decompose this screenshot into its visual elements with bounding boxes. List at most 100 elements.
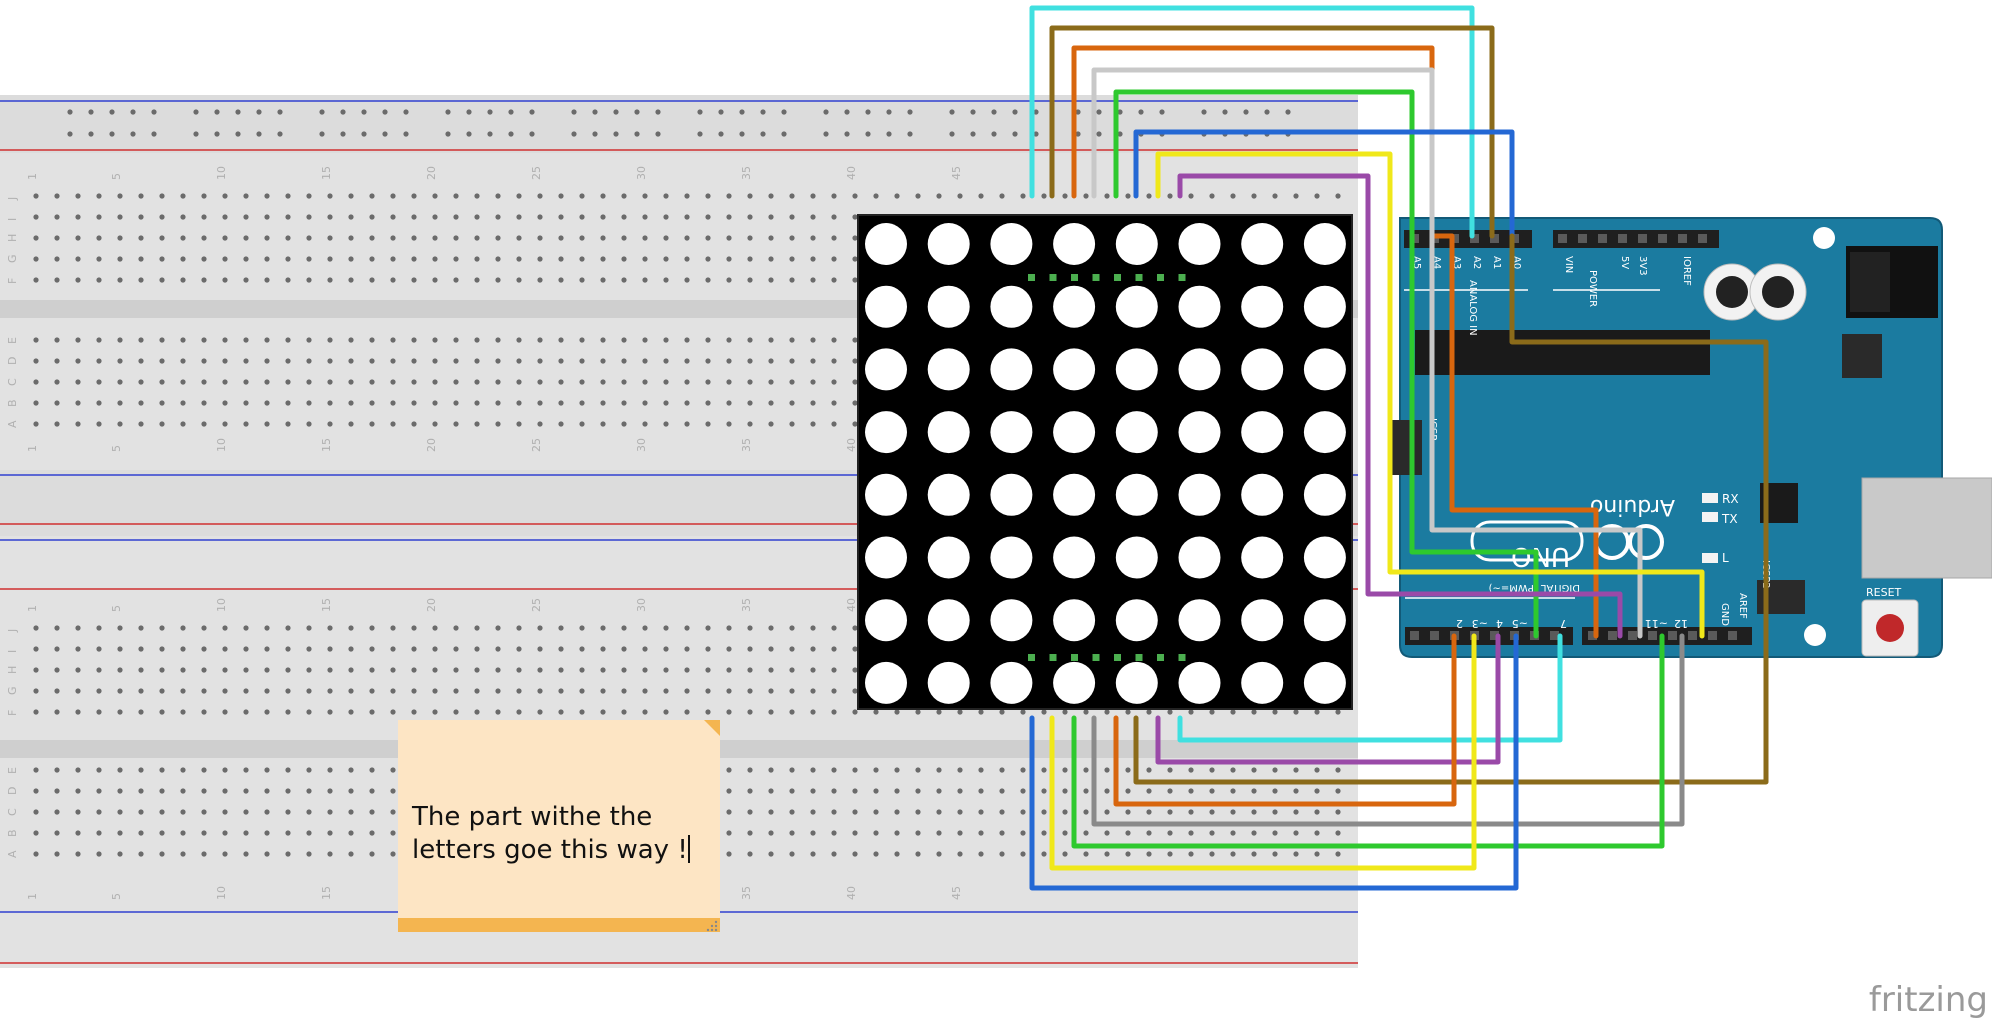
terminal-hole: [369, 256, 375, 262]
terminal-hole: [1188, 709, 1194, 715]
led-matrix-8x8[interactable]: [857, 214, 1353, 710]
terminal-hole: [138, 709, 144, 715]
terminal-hole: [327, 235, 333, 241]
terminal-hole: [999, 767, 1005, 773]
header-pin: [1678, 234, 1687, 243]
terminal-hole: [390, 625, 396, 631]
terminal-hole: [264, 767, 270, 773]
terminal-hole: [369, 235, 375, 241]
terminal-hole: [684, 214, 690, 220]
terminal-hole: [306, 667, 312, 673]
terminal-hole: [1167, 193, 1173, 199]
terminal-hole: [537, 214, 543, 220]
terminal-hole: [33, 337, 39, 343]
terminal-hole: [1251, 767, 1257, 773]
header-pin: [1638, 234, 1647, 243]
terminal-hole: [810, 235, 816, 241]
terminal-hole: [831, 809, 837, 815]
terminal-hole: [831, 688, 837, 694]
terminal-hole: [579, 646, 585, 652]
terminal-hole: [306, 256, 312, 262]
terminal-hole: [222, 688, 228, 694]
terminal-hole: [579, 400, 585, 406]
terminal-hole: [306, 337, 312, 343]
row-letter: G: [6, 686, 19, 695]
terminal-hole: [222, 851, 228, 857]
terminal-hole: [1209, 193, 1215, 199]
column-number: 10: [215, 598, 228, 612]
terminal-hole: [768, 421, 774, 427]
row-letter: D: [6, 357, 19, 365]
a2-label: A2: [1471, 256, 1482, 269]
terminal-hole: [789, 830, 795, 836]
terminal-hole: [117, 421, 123, 427]
terminal-hole: [684, 235, 690, 241]
terminal-hole: [159, 379, 165, 385]
terminal-hole: [621, 256, 627, 262]
terminal-hole: [117, 809, 123, 815]
terminal-hole: [663, 379, 669, 385]
terminal-hole: [684, 193, 690, 199]
sticky-note[interactable]: [398, 720, 720, 932]
column-number: 5: [110, 605, 123, 612]
terminal-hole: [894, 851, 900, 857]
terminal-hole: [831, 277, 837, 283]
terminal-hole: [726, 646, 732, 652]
column-number: 40: [845, 886, 858, 900]
terminal-hole: [432, 214, 438, 220]
pin-3-label: ~3: [1472, 617, 1488, 630]
jumper-wires[interactable]: [1029, 5, 1769, 891]
terminal-hole: [810, 788, 816, 794]
terminal-hole: [789, 851, 795, 857]
terminal-hole: [1293, 709, 1299, 715]
terminal-hole: [243, 851, 249, 857]
rail-hole: [487, 109, 493, 115]
rail-hole: [256, 109, 262, 115]
terminal-hole: [810, 709, 816, 715]
terminal-hole: [159, 337, 165, 343]
terminal-hole: [306, 214, 312, 220]
terminal-hole: [54, 358, 60, 364]
terminal-hole: [1314, 709, 1320, 715]
terminal-hole: [348, 830, 354, 836]
column-number: 10: [215, 438, 228, 452]
tx-led: [1702, 512, 1718, 522]
terminal-hole: [453, 337, 459, 343]
terminal-hole: [390, 688, 396, 694]
terminal-hole: [810, 256, 816, 262]
terminal-hole: [663, 421, 669, 427]
terminal-hole: [180, 421, 186, 427]
terminal-hole: [1041, 767, 1047, 773]
rail-hole: [1285, 109, 1291, 115]
terminal-hole: [936, 788, 942, 794]
led: [865, 285, 907, 328]
wire-yellow-bottom: [1049, 633, 1477, 871]
terminal-hole: [180, 667, 186, 673]
terminal-hole: [285, 214, 291, 220]
terminal-hole: [747, 214, 753, 220]
rail-hole: [970, 109, 976, 115]
terminal-hole: [96, 193, 102, 199]
terminal-hole: [705, 256, 711, 262]
terminal-hole: [201, 625, 207, 631]
terminal-hole: [495, 646, 501, 652]
terminal-hole: [138, 421, 144, 427]
terminal-hole: [432, 709, 438, 715]
terminal-hole: [369, 709, 375, 715]
terminal-hole: [369, 277, 375, 283]
terminal-hole: [810, 193, 816, 199]
terminal-hole: [999, 193, 1005, 199]
rail-hole: [1012, 109, 1018, 115]
terminal-hole: [222, 379, 228, 385]
terminal-hole: [999, 809, 1005, 815]
terminal-hole: [348, 379, 354, 385]
led: [1115, 411, 1158, 454]
terminal-hole: [1146, 809, 1152, 815]
led: [1115, 661, 1158, 704]
terminal-hole: [33, 667, 39, 673]
terminal-hole: [1251, 788, 1257, 794]
terminal-hole: [852, 646, 858, 652]
header-pin: [1618, 234, 1627, 243]
terminal-hole: [180, 214, 186, 220]
